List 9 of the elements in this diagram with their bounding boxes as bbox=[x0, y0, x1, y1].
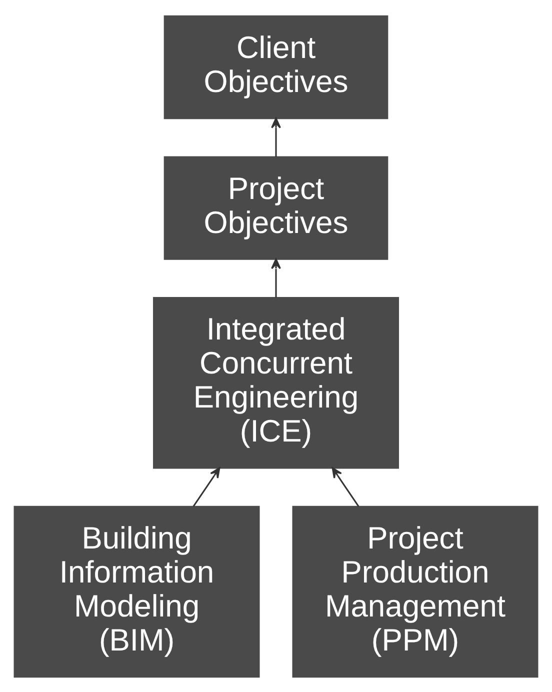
node-box: Project Production Management (PPM) bbox=[292, 505, 538, 678]
node-box: Integrated Concurrent Engineering (ICE) bbox=[153, 296, 399, 468]
arrow bbox=[332, 466, 360, 506]
arrow bbox=[192, 466, 220, 506]
arrow bbox=[271, 117, 281, 156]
node-box: Project Objectives bbox=[164, 156, 388, 260]
node-box: Client Objectives bbox=[164, 14, 388, 119]
node-box: Building Information Modeling (BIM) bbox=[14, 505, 260, 678]
arrow bbox=[271, 258, 281, 297]
